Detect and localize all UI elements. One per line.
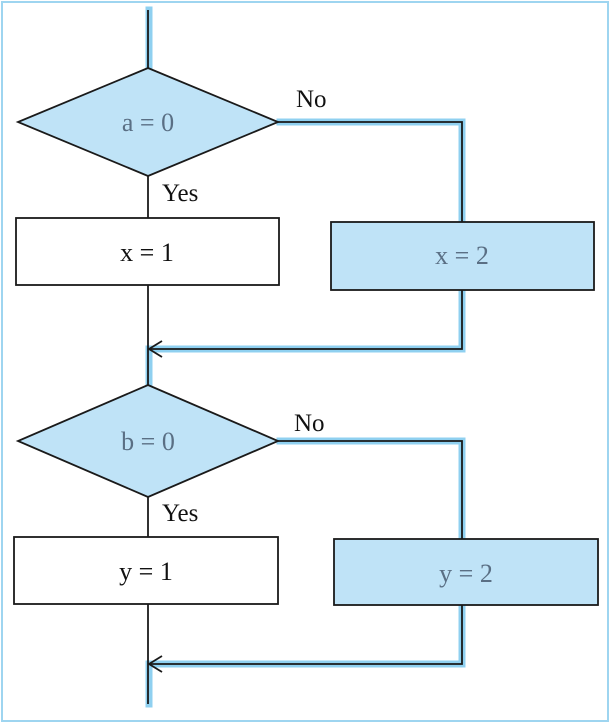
process-x2-box — [330, 221, 595, 291]
arrowheads — [147, 340, 163, 673]
decision-a-yes-label: Yes — [162, 180, 198, 207]
decision-a-diamond — [15, 67, 281, 177]
process-y1-label: y = 1 — [119, 557, 173, 586]
return-line-2 — [150, 605, 463, 665]
decision-b-label: b = 0 — [121, 427, 175, 456]
process-y1-box — [13, 536, 279, 605]
return-line-1 — [150, 290, 463, 350]
decision-b-no-label: No — [294, 410, 325, 437]
no-line-2 — [278, 440, 463, 539]
process-y2-label: y = 2 — [439, 559, 493, 588]
decision-a-label: a = 0 — [122, 108, 174, 137]
process-x1-box — [15, 217, 280, 286]
decision-b-diamond — [15, 384, 281, 498]
process-x2-label: x = 2 — [435, 241, 489, 270]
arrow-merge-1-icon — [147, 340, 163, 358]
decision-a-no-label: No — [296, 86, 327, 113]
process-x1-label: x = 1 — [120, 238, 174, 267]
arrow-merge-2-icon — [147, 655, 163, 673]
no-line-1 — [278, 121, 463, 222]
process-y2-box — [333, 538, 599, 606]
decision-b-yes-label: Yes — [162, 500, 198, 527]
connector-lines — [147, 10, 463, 704]
